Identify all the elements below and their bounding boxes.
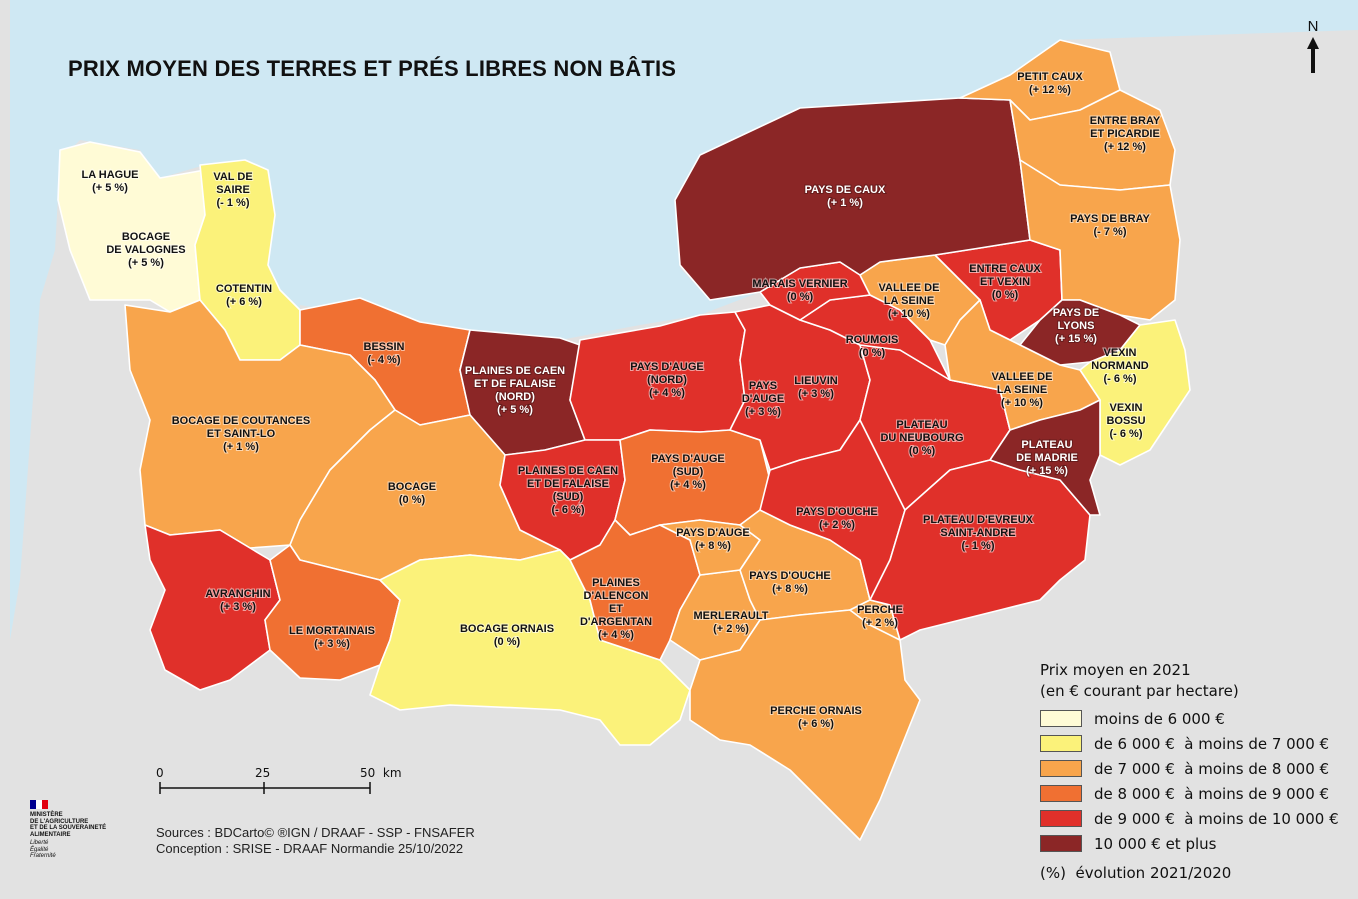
region-label: PAYS DE BRAY(- 7 %) (1070, 213, 1150, 238)
region-plateau-madrie (989, 399, 1101, 516)
logo-motto2: Égalité (30, 846, 49, 853)
logo-motto1: Liberté (30, 840, 49, 846)
scale-tick-25: 25 (255, 766, 271, 780)
region-vallee-seine-27 (944, 299, 1101, 431)
legend-label: de 8 000 € à moins de 9 000 € (1094, 784, 1330, 803)
legend-note: (%) évolution 2021/2020 (1040, 864, 1232, 882)
region-label: PERCHE ORNAIS(+ 6 %) (770, 705, 862, 730)
map-title: PRIX MOYEN DES TERRES ET PRÉS LIBRES NON… (68, 56, 677, 81)
scale-bar (159, 782, 371, 794)
legend-item: moins de 6 000 € (1040, 706, 1350, 731)
legend-label: 10 000 € et plus (1094, 834, 1217, 853)
legend-label: de 7 000 € à moins de 8 000 € (1094, 759, 1330, 778)
region-label: MERLERAULT(+ 2 %) (694, 610, 769, 635)
region-label: COTENTIN(+ 6 %) (216, 283, 272, 308)
north-letter: N (1307, 18, 1319, 35)
scale-tick-0: 0 (156, 766, 164, 780)
north-arrow: N (1298, 18, 1328, 73)
legend-item: de 9 000 € à moins de 10 000 € (1040, 806, 1350, 831)
french-flag-icon (30, 800, 48, 809)
region-perche-ornais (689, 609, 921, 841)
legend-swatch (1040, 810, 1082, 827)
region-label: BESSIN(- 4 %) (364, 341, 405, 366)
region-label: PAYS D'OUCHE(+ 8 %) (749, 570, 830, 595)
region-label: BOCAGE ORNAIS(0 %) (460, 623, 554, 648)
logo-line3: ET DE LA SOUVERAINETÉ (30, 825, 107, 831)
legend-item: de 6 000 € à moins de 7 000 € (1040, 731, 1350, 756)
logo-line2: DE L'AGRICULTURE (30, 818, 89, 825)
legend-label: de 6 000 € à moins de 7 000 € (1094, 734, 1330, 753)
legend-swatch (1040, 760, 1082, 777)
legend-item: 10 000 € et plus (1040, 831, 1350, 856)
region-pays-de-caux (674, 97, 1031, 301)
region-label: PAYS DE CAUX(+ 1 %) (805, 184, 886, 209)
region-label: PAYS D'AUGE(+ 8 %) (676, 527, 750, 552)
legend-subtitle: (en € courant par hectare) (1040, 682, 1239, 700)
legend-item: de 7 000 € à moins de 8 000 € (1040, 756, 1350, 781)
legend-swatch (1040, 735, 1082, 752)
legend: Prix moyen en 2021 (en € courant par hec… (1040, 660, 1350, 882)
north-arrow-shaft (1311, 49, 1315, 73)
region-label: MARAIS VERNIER(0 %) (752, 278, 847, 303)
sources-line: Sources : BDCarto© ®IGN / DRAAF - SSP - … (156, 825, 475, 840)
ministry-logo: MINISTÈRE DE L'AGRICULTURE ET DE LA SOUV… (30, 800, 130, 860)
logo-motto3: Fraternité (30, 853, 56, 859)
north-arrow-icon (1307, 37, 1319, 49)
logo-line4: ALIMENTAIRE (30, 831, 71, 838)
conception-line: Conception : SRISE - DRAAF Normandie 25/… (156, 841, 464, 856)
region-label: BOCAGE(0 %) (388, 481, 436, 506)
legend-swatch (1040, 785, 1082, 802)
legend-label: de 9 000 € à moins de 10 000 € (1094, 809, 1339, 828)
sea (10, 0, 1358, 640)
legend-swatch (1040, 835, 1082, 852)
legend-item: de 8 000 € à moins de 9 000 € (1040, 781, 1350, 806)
logo-line1: MINISTÈRE (30, 812, 63, 818)
region-label: PERCHE(+ 2 %) (857, 604, 903, 629)
region-label: LIEUVIN(+ 3 %) (794, 375, 837, 400)
region-label: PAYS D'AUGE(NORD)(+ 4 %) (630, 361, 704, 399)
region-label: ROUMOIS(0 %) (846, 334, 899, 359)
region-label: PAYS D'AUGE(SUD)(+ 4 %) (651, 453, 725, 491)
region-label: LA HAGUE(+ 5 %) (81, 169, 138, 194)
legend-swatch (1040, 710, 1082, 727)
scale-tick-50: 50 km (360, 766, 402, 780)
region-label: PETIT CAUX(+ 12 %) (1017, 71, 1083, 96)
legend-label: moins de 6 000 € (1094, 709, 1225, 728)
region-bocage-ornais (369, 549, 691, 746)
region-label: PAYS D'OUCHE(+ 2 %) (796, 506, 877, 531)
sources-credit: Sources : BDCarto© ®IGN / DRAAF - SSP - … (156, 825, 475, 857)
legend-title: Prix moyen en 2021 (1040, 661, 1191, 679)
region-label: LE MORTAINAIS(+ 3 %) (289, 625, 375, 650)
region-pays-de-bray (1019, 159, 1181, 321)
region-label: AVRANCHIN(+ 3 %) (205, 588, 270, 613)
